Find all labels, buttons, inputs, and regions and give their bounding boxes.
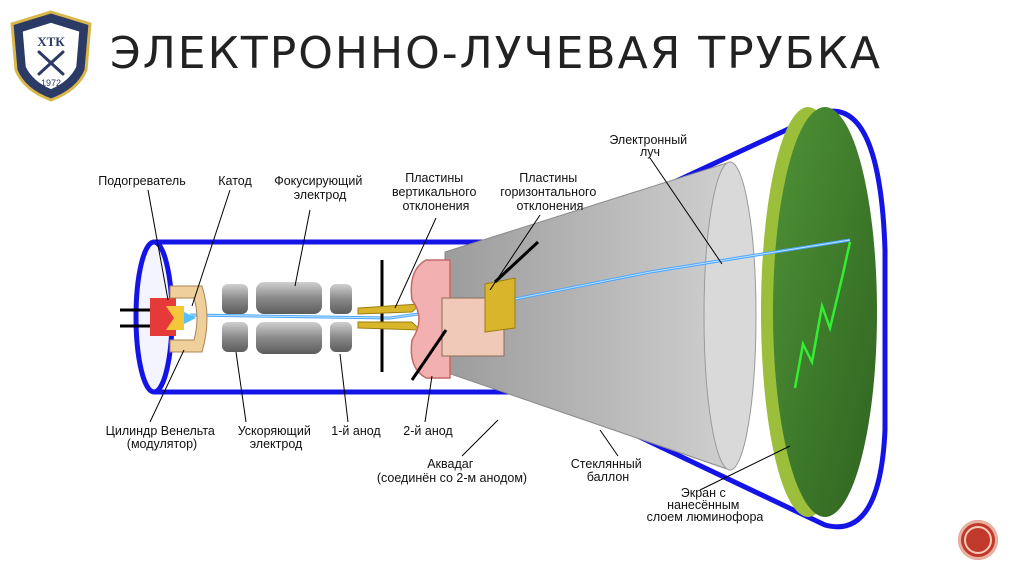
next-slide-button[interactable] (958, 520, 998, 560)
svg-text:Аквадаг (соединён со 2-м а: Аквадаг (соединён со 2-м анодом) (377, 457, 527, 485)
accelerating-electrode (222, 284, 248, 352)
label-glass-line2: баллон (587, 470, 630, 484)
first-anode (330, 284, 352, 352)
svg-text:Электронный луч: Электронный луч (609, 133, 690, 159)
svg-text:2-й анод: 2-й анод (403, 424, 453, 438)
svg-text:Экран с нанесённым сло: Экран с нанесённым слоем люминофора (647, 486, 764, 524)
svg-text:Ускоряющий электрод: Ускоряющий электрод (238, 424, 315, 451)
svg-text:Подогреватель: Подогреватель (98, 174, 185, 188)
next-slide-icon (964, 526, 992, 554)
wehnelt-cylinder (169, 285, 208, 353)
label-screen-line1: Экран с (681, 486, 726, 500)
label-focus-line1: Фокусирующий (274, 174, 362, 188)
label-vplates-line2: вертикального (392, 185, 476, 199)
svg-text:1-й анод: 1-й анод (331, 424, 381, 438)
hammer-icon (37, 50, 65, 76)
logo-abbr: ХТК (37, 34, 65, 49)
cathode (166, 306, 184, 330)
label-anode1: 1-й анод (331, 424, 381, 438)
label-focus-line2: электрод (294, 188, 347, 202)
label-wehnelt-line1: Цилиндр Венельта (106, 424, 215, 438)
vertical-deflection-plates (357, 260, 422, 372)
label-accel-line1: Ускоряющий (238, 424, 311, 438)
label-glass-line1: Стеклянный (571, 457, 642, 471)
slide-title: ЭЛЕКТРОННО-ЛУЧЕВАЯ ТРУБКА (110, 28, 883, 79)
label-beam-line2: луч (640, 145, 660, 159)
svg-text:Стеклянный баллон: Стеклянный баллон (571, 457, 646, 484)
heater (150, 298, 176, 336)
label-vplates-line1: Пластины (405, 171, 463, 185)
label-heater: Подогреватель (98, 174, 185, 188)
svg-text:Пластины вертикального: Пластины вертикального отклонения (392, 171, 480, 213)
horizontal-deflection-plates (410, 240, 540, 381)
label-aquadag-line1: Аквадаг (427, 457, 474, 471)
svg-text:Катод: Катод (218, 174, 252, 188)
svg-text:Цилиндр Венельта (модулято: Цилиндр Венельта (модулятор) (106, 424, 219, 451)
label-beam-line1: Электронный (609, 133, 687, 147)
label-aquadag-line2: (соединён со 2-м анодом) (377, 471, 527, 485)
label-hplates-line3: отклонения (517, 199, 584, 213)
screen-trace (793, 241, 852, 389)
label-screen-line3: слоем люминофора (647, 510, 764, 524)
label-anode2: 2-й анод (403, 424, 453, 438)
label-hplates-line2: горизонтального (500, 185, 596, 199)
focusing-electrode (256, 282, 322, 354)
second-anode (410, 259, 451, 379)
crt-diagram: Подогреватель Катод Фокусирующий электро… (98, 107, 888, 530)
label-hplates-line1: Пластины (519, 171, 577, 185)
label-accel-line2: электрод (250, 437, 303, 451)
label-screen-line2: нанесённым (667, 498, 739, 512)
svg-text:Пластины горизонтального: Пластины горизонтального отклонения (500, 171, 600, 213)
label-cathode: Катод (218, 174, 252, 188)
logo-year: 1972 (41, 78, 61, 88)
label-wehnelt-line2: (модулятор) (127, 437, 197, 451)
label-vplates-line3: отклонения (403, 199, 470, 213)
college-logo: ХТК 1972 (10, 10, 92, 102)
svg-text:Фокусирующий электрод: Фокусирующий электрод (274, 174, 366, 202)
